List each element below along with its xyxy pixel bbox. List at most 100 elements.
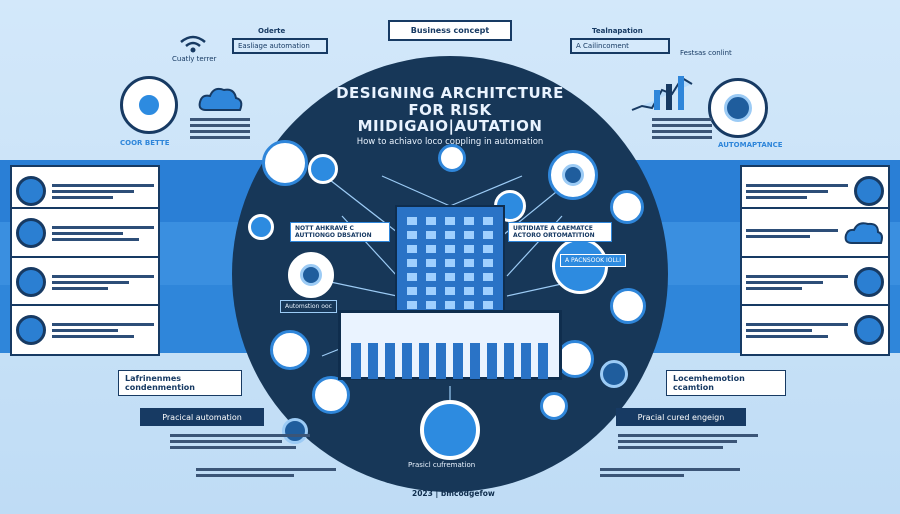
building-window xyxy=(445,231,455,239)
row-icon xyxy=(16,176,46,206)
right-top-caption: AUTOMAPTANCE xyxy=(718,141,783,149)
top-left-sub: Easliage automation xyxy=(232,38,328,54)
target-icon xyxy=(120,76,178,134)
right-dark-bar: Pracial cured engeign xyxy=(616,408,746,426)
building-window xyxy=(426,217,436,225)
chart-icon xyxy=(631,76,693,111)
left-row-3 xyxy=(10,256,160,308)
building-window xyxy=(407,273,417,281)
building-window xyxy=(483,287,493,295)
target-core xyxy=(136,92,162,118)
left-row-4 xyxy=(10,304,160,356)
building-window xyxy=(426,231,436,239)
title-subtitle: How to achiavo loco coppling in automati… xyxy=(356,136,544,147)
node-icon xyxy=(438,144,466,172)
building-window xyxy=(426,287,436,295)
building-column xyxy=(351,343,361,379)
node-icon xyxy=(282,418,308,444)
building-window xyxy=(407,245,417,253)
building-column xyxy=(487,343,497,379)
node-icon xyxy=(308,154,338,184)
pie-chart-node xyxy=(262,140,308,186)
row-icon xyxy=(854,267,884,297)
right-mid-label: Aat DK xyxy=(800,249,832,258)
building-window xyxy=(407,301,417,309)
node-icon xyxy=(248,214,274,240)
building-window xyxy=(483,217,493,225)
right-small-label: A PACNSOOK IOLLI xyxy=(560,254,626,267)
right-lower-box: Locemhemotion ccamtion xyxy=(666,370,786,396)
building-window xyxy=(426,273,436,281)
left-small-label: Automstion ooc xyxy=(280,300,337,313)
bottom-center-label: Prasicl cufremation xyxy=(408,461,476,469)
right-center-card: URTIDIATE A CAEMATCE ACTORO ORTOMATITION xyxy=(508,222,612,242)
building-base xyxy=(338,310,562,380)
building-column xyxy=(385,343,395,379)
gear-core xyxy=(724,94,752,122)
top-far-left-caption: Cuatly terrer xyxy=(172,55,217,63)
building-window xyxy=(426,259,436,267)
building-window xyxy=(407,231,417,239)
gear-node-core xyxy=(300,264,322,286)
building-window xyxy=(407,259,417,267)
top-left-label: Oderte xyxy=(258,27,286,35)
row-icon xyxy=(16,267,46,297)
row-icon xyxy=(16,315,46,345)
gear-node-core xyxy=(562,164,584,186)
row-icon xyxy=(854,176,884,206)
building-window xyxy=(426,301,436,309)
building-window xyxy=(445,301,455,309)
building-window xyxy=(483,273,493,281)
building-window xyxy=(407,217,417,225)
top-far-right-caption: Festsas conlint xyxy=(680,49,732,57)
left-dark-bar: Pracical automation xyxy=(140,408,264,426)
top-right-sub: A Cailincoment xyxy=(570,38,670,54)
building-column xyxy=(419,343,429,379)
building-window xyxy=(407,287,417,295)
right-lower-paragraph-2 xyxy=(600,468,740,477)
building-column xyxy=(504,343,514,379)
title-line-2: FOR RISK MIIDIGAIO|AUTATION xyxy=(357,100,543,135)
title-line-1: DESIGNING ARCHITCTURE xyxy=(336,84,564,102)
building-column xyxy=(538,343,548,379)
building-column xyxy=(436,343,446,379)
row-icon xyxy=(854,315,884,345)
building-window xyxy=(464,259,474,267)
gear-node-bottom xyxy=(420,400,480,460)
building-window xyxy=(464,231,474,239)
building-column xyxy=(453,343,463,379)
node-icon xyxy=(600,360,628,388)
building-window xyxy=(445,259,455,267)
main-title: DESIGNING ARCHITCTURE FOR RISK MIIDIGAIO… xyxy=(330,85,570,147)
node-icon xyxy=(610,288,646,324)
node-icon xyxy=(540,392,568,420)
building-window xyxy=(464,301,474,309)
building-window xyxy=(445,273,455,281)
building-window xyxy=(483,259,493,267)
lightbulb-icon xyxy=(556,340,594,378)
building-window xyxy=(426,245,436,253)
right-lower-paragraph xyxy=(618,434,758,449)
left-top-paragraph xyxy=(190,118,250,139)
footer-text: 2023 | bmcodgefow xyxy=(412,489,495,498)
right-row-2 xyxy=(740,207,890,259)
node-icon xyxy=(312,376,350,414)
left-lower-box: Lafrinenmes condenmention xyxy=(118,370,242,396)
business-concept-header: Business concept xyxy=(388,20,512,41)
right-row-3 xyxy=(740,256,890,308)
node-icon xyxy=(270,330,310,370)
building-column xyxy=(402,343,412,379)
building-window xyxy=(445,287,455,295)
building-window xyxy=(483,231,493,239)
building-window xyxy=(445,217,455,225)
right-top-paragraph xyxy=(652,118,712,139)
left-lower-paragraph-2 xyxy=(196,468,336,477)
building-window xyxy=(483,245,493,253)
top-right-label: Tealnapation xyxy=(592,27,643,35)
building-column xyxy=(368,343,378,379)
cloud-icon xyxy=(198,87,243,111)
left-mid-label: Porbasee commentry xyxy=(70,249,134,256)
building-window xyxy=(483,301,493,309)
left-center-card: NOTT AHKRAVE C AUTTIONGO DBSATION xyxy=(290,222,390,242)
